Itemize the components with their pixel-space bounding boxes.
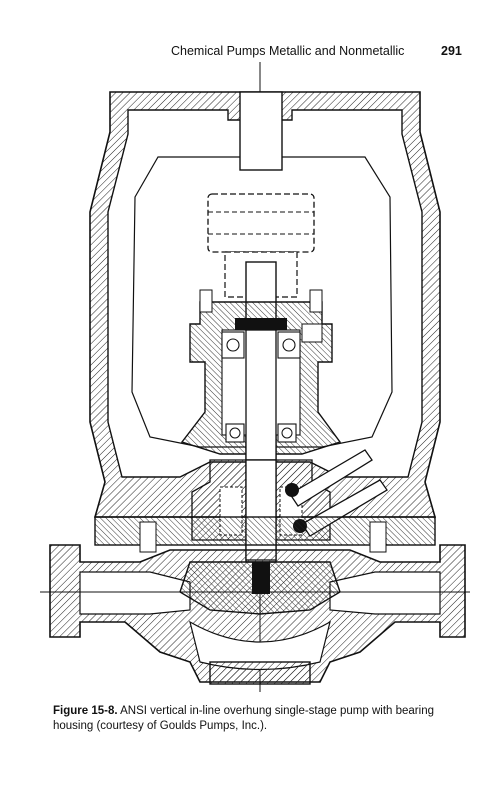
page-number: 291 xyxy=(441,44,462,58)
upper-bearing xyxy=(221,318,301,359)
running-head: Chemical Pumps Metallic and Nonmetallic xyxy=(171,44,405,58)
pump-cross-section-drawing xyxy=(40,62,470,692)
page-header: Chemical Pumps Metallic and Nonmetallic … xyxy=(0,44,502,62)
impeller-nut xyxy=(252,562,270,594)
coupling xyxy=(207,193,315,253)
caption-text: ANSI vertical in-line overhung single-st… xyxy=(53,705,434,732)
pump-illustration xyxy=(40,62,470,692)
figure-caption: Figure 15-8. ANSI vertical in-line overh… xyxy=(53,704,473,734)
motor-shaft xyxy=(239,91,283,171)
caption-label: Figure 15-8. xyxy=(53,705,118,717)
lower-bearing xyxy=(225,423,297,443)
